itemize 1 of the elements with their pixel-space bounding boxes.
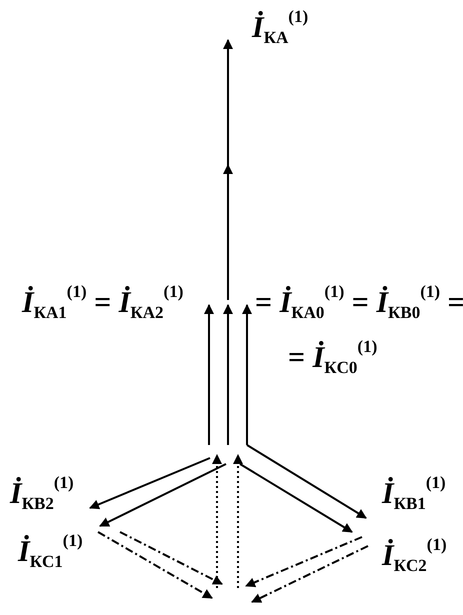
formula-label: = İ$_{КA0}$$^{(1)}$ = İ$_{КB0}$$^{(1)}$ = — [255, 283, 463, 321]
